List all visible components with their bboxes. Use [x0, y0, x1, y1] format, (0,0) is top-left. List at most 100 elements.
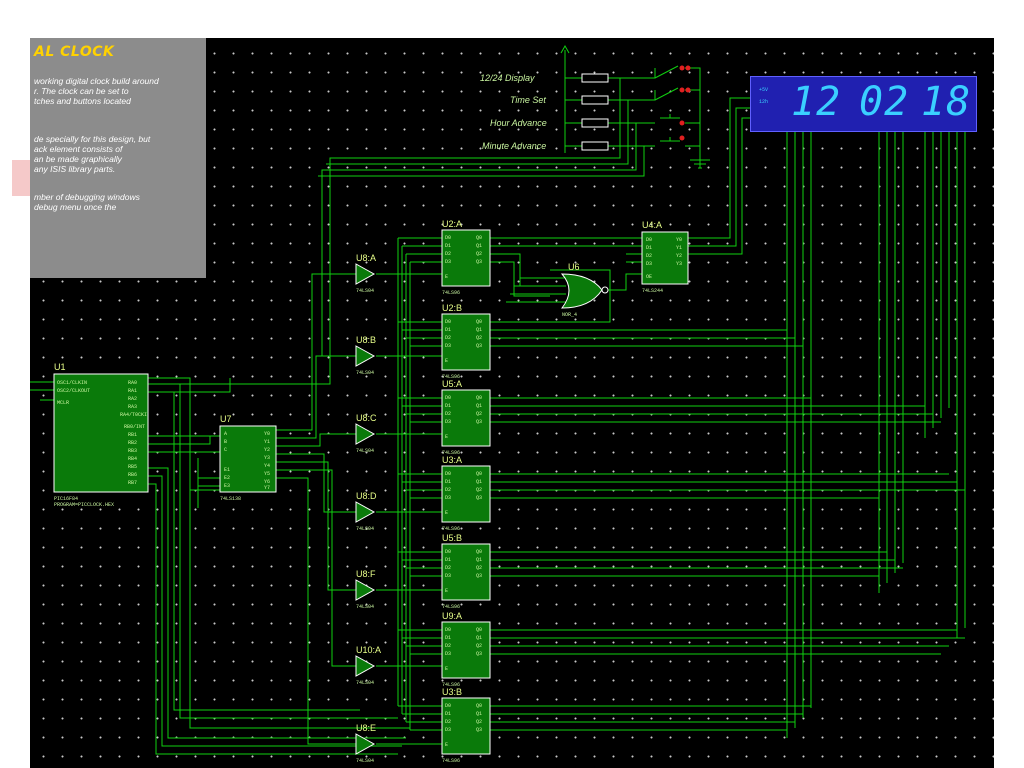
- svg-text:74LS04: 74LS04: [356, 288, 374, 294]
- toggle-switch-time-set[interactable]: [654, 87, 691, 101]
- svg-text:74LS138: 74LS138: [220, 496, 241, 502]
- svg-text:74LS04: 74LS04: [356, 604, 374, 610]
- svg-text:E3: E3: [224, 483, 230, 489]
- svg-text:U8:A: U8:A: [356, 253, 376, 263]
- svg-text:Q1: Q1: [476, 403, 482, 409]
- svg-text:D1: D1: [646, 245, 652, 251]
- svg-text:D3: D3: [445, 495, 451, 501]
- svg-text:RA4/T0CKI: RA4/T0CKI: [120, 412, 147, 418]
- pushbutton-hour-advance[interactable]: [660, 114, 685, 126]
- u8f-inverter[interactable]: U8:F 74LS04: [355, 569, 376, 610]
- info-line: de specially for this design, but: [34, 134, 151, 144]
- svg-text:Q3: Q3: [476, 495, 482, 501]
- svg-text:74LS244: 74LS244: [642, 288, 663, 294]
- u6-nor-gate[interactable]: U6 NOR_4: [560, 262, 609, 318]
- svg-text:74LS04: 74LS04: [356, 370, 374, 376]
- svg-text:D0: D0: [445, 319, 451, 325]
- seven-segment-display: +5V 12h 12 02 18: [750, 76, 977, 132]
- u8b-inverter[interactable]: U8:B 74LS04: [355, 335, 376, 376]
- pushbutton-minute-advance[interactable]: [660, 135, 685, 142]
- svg-text:NOR_4: NOR_4: [562, 312, 577, 318]
- svg-text:74LS96: 74LS96: [442, 682, 460, 688]
- u4a-buffer[interactable]: U4:A D0 D1 D2 D3 Y0 Y1 Y2 Y3 OE 74LS244: [641, 220, 689, 294]
- info-line: tches and buttons located: [34, 96, 131, 106]
- svg-text:Q3: Q3: [476, 573, 482, 579]
- svg-text:D2: D2: [445, 411, 451, 417]
- svg-text:Q0: Q0: [476, 235, 482, 241]
- svg-text:A: A: [224, 431, 227, 437]
- pullup-resistor: [581, 95, 609, 105]
- svg-text:Y5: Y5: [264, 471, 270, 477]
- svg-text:U6: U6: [568, 262, 580, 272]
- svg-text:74LS96: 74LS96: [442, 758, 460, 764]
- svg-text:Q0: Q0: [476, 395, 482, 401]
- u1-microcontroller[interactable]: U1 OSC1/CLKIN OSC2/CLKOUT MCLR RA0 RA1 R…: [53, 362, 149, 508]
- svg-text:U8:B: U8:B: [356, 335, 376, 345]
- svg-text:D3: D3: [445, 727, 451, 733]
- svg-text:RA2: RA2: [128, 396, 137, 402]
- display-pin-label: 12h: [759, 99, 769, 105]
- svg-text:E: E: [445, 588, 448, 594]
- svg-text:D0: D0: [445, 471, 451, 477]
- info-line: any ISIS library parts.: [34, 164, 116, 174]
- display-minutes: 02: [859, 79, 910, 125]
- svg-text:Q0: Q0: [476, 471, 482, 477]
- info-line: mber of debugging windows: [34, 192, 140, 202]
- svg-text:D0: D0: [445, 395, 451, 401]
- svg-text:74LS96: 74LS96: [442, 290, 460, 296]
- schematic-drawing[interactable]: 12/24 Display Time Set Hour Advance Minu…: [30, 38, 994, 768]
- svg-text:Q2: Q2: [476, 565, 482, 571]
- svg-text:RB0/INT: RB0/INT: [124, 424, 145, 430]
- u8a-inverter[interactable]: U8:A 74LS04: [355, 253, 376, 294]
- svg-text:RB5: RB5: [128, 464, 137, 470]
- svg-text:PROGRAM=PICCLOCK.HEX: PROGRAM=PICCLOCK.HEX: [54, 502, 114, 508]
- svg-text:D1: D1: [445, 403, 451, 409]
- svg-text:Q3: Q3: [476, 343, 482, 349]
- svg-text:D0: D0: [445, 549, 451, 555]
- svg-text:Q3: Q3: [476, 727, 482, 733]
- svg-text:U3:A: U3:A: [442, 455, 462, 465]
- svg-text:D2: D2: [445, 251, 451, 257]
- svg-text:E1: E1: [224, 467, 230, 473]
- switch-label-hour-advance: Hour Advance: [490, 118, 547, 128]
- svg-text:RA1: RA1: [128, 388, 137, 394]
- info-line: working digital clock build around: [34, 76, 159, 86]
- svg-text:U4:A: U4:A: [642, 220, 662, 230]
- svg-text:Y1: Y1: [264, 439, 270, 445]
- display-seconds: 18: [921, 79, 972, 125]
- svg-text:E: E: [445, 434, 448, 440]
- svg-text:74LS96: 74LS96: [442, 450, 460, 456]
- svg-text:Y1: Y1: [676, 245, 682, 251]
- svg-text:U5:A: U5:A: [442, 379, 462, 389]
- svg-text:Y6: Y6: [264, 479, 270, 485]
- u7-decoder[interactable]: U7 A B C E1 E2 E3 Y0 Y1 Y2 Y3 Y4 Y5 Y6 Y…: [219, 414, 277, 502]
- svg-text:U8:F: U8:F: [356, 569, 376, 579]
- pullup-resistor: [581, 73, 609, 83]
- display-hours: 12: [791, 79, 842, 125]
- svg-text:PIC16F84: PIC16F84: [54, 496, 78, 502]
- info-title: AL CLOCK: [34, 44, 115, 60]
- display-pin-label: +5V: [759, 87, 769, 93]
- switch-label-12-24: 12/24 Display: [480, 73, 535, 83]
- svg-text:U9:A: U9:A: [442, 611, 462, 621]
- svg-text:E: E: [445, 358, 448, 364]
- wire-bundle: [30, 50, 966, 755]
- svg-text:E: E: [445, 510, 448, 516]
- schematic-canvas[interactable]: AL CLOCK working digital clock build aro…: [30, 38, 994, 768]
- toggle-switch-12-24[interactable]: [654, 65, 691, 79]
- info-panel: AL CLOCK working digital clock build aro…: [30, 38, 206, 278]
- svg-text:74LS04: 74LS04: [356, 758, 374, 764]
- svg-text:Q1: Q1: [476, 557, 482, 563]
- svg-text:D1: D1: [445, 635, 451, 641]
